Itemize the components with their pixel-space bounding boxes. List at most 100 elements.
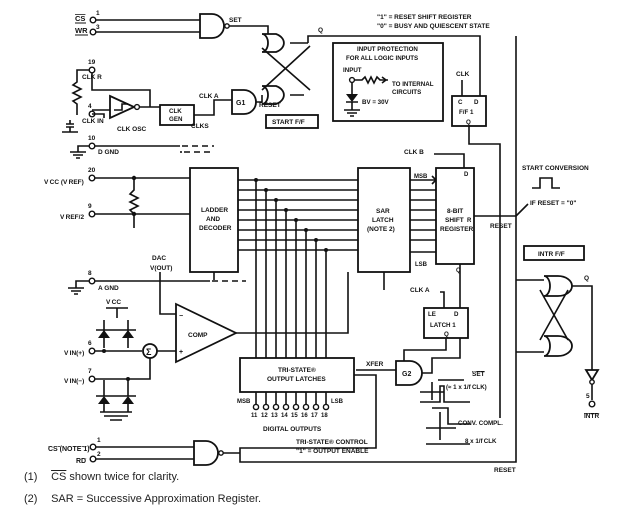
output-pin-11: 11	[251, 413, 258, 419]
start-conversion-label: START CONVERSION	[522, 165, 589, 172]
clk-a-label-bottom: CLK A	[410, 287, 430, 294]
input-protection-title-1: INPUT PROTECTION	[357, 46, 418, 53]
intr-ff-q-label: Q	[584, 275, 589, 282]
clks-label: CLKS	[191, 123, 209, 130]
ff1-c-label: C	[458, 99, 463, 106]
set-label: SET	[229, 17, 242, 24]
pin-cs	[89, 16, 97, 24]
pin-label-wr: WR	[75, 26, 88, 35]
pin-a-gnd	[88, 277, 96, 285]
output-pin-17: 17	[311, 413, 318, 419]
ladder-decoder-block	[189, 167, 239, 273]
clk-b-label: CLK B	[404, 149, 424, 156]
svg-text:Σ: Σ	[146, 347, 152, 357]
pin-number-a-gnd: 8	[88, 270, 92, 277]
g1-label: G1	[236, 100, 245, 107]
output-enable-label: "1" = OUTPUT ENABLE	[296, 448, 369, 455]
pin-number-vref2: 9	[88, 203, 92, 210]
eight-clk-label: 8 x 1/f CLK	[465, 438, 497, 445]
ladder-label-2: AND	[206, 216, 220, 223]
pin-number-cs-note: 1	[97, 437, 101, 444]
output-lsb-label: LSB	[331, 399, 344, 405]
diode-icon	[122, 330, 134, 338]
sar-lsb-label: LSB	[415, 262, 428, 268]
footnote-2: (2) SAR = Successive Approximation Regis…	[24, 488, 614, 510]
reset-mode-0-text: "0" = BUSY AND QUIESCENT STATE	[377, 23, 490, 30]
ff1-d-label: D	[474, 99, 479, 106]
clk-gen-label-2: GEN	[169, 116, 183, 123]
tristate-label-2: OUTPUT LATCHES	[267, 376, 326, 383]
clk-a-label-top: CLK A	[199, 93, 219, 100]
ff1-label: F/F 1	[459, 109, 474, 116]
start-ff-reset-label: RESET	[259, 102, 281, 109]
input-protection-bv: BV = 30V	[362, 99, 390, 106]
pin-label-vref2: V REF/2	[60, 214, 84, 221]
pin-number-d-gnd: 10	[88, 135, 96, 142]
ladder-label-3: DECODER	[199, 225, 232, 232]
input-protection-title-2: FOR ALL LOGIC INPUTS	[346, 55, 418, 62]
footnote-2-text: SAR = Successive Approximation Register.	[51, 493, 262, 505]
pin-clk-r	[88, 66, 96, 74]
shift-q-label: Q	[456, 268, 461, 274]
pin-vin-plus	[88, 347, 96, 355]
shift-label-3: REGISTER	[440, 226, 474, 233]
xfer-label: XFER	[366, 361, 384, 368]
pin-number-clk-r: 19	[88, 59, 96, 66]
bottom-reset-label: RESET	[494, 467, 516, 474]
footnotes: (1) CS shown twice for clarity. (2) SAR …	[24, 466, 614, 510]
g2-gate	[395, 360, 423, 386]
ff1-block	[451, 95, 487, 127]
output-msb-label: MSB	[237, 399, 251, 405]
start-ff-label: START F/F	[272, 119, 305, 126]
pin-label-intr: INTR	[584, 413, 599, 420]
output-pin-14: 14	[281, 413, 288, 419]
svg-text:−: −	[179, 313, 183, 320]
pin-cs-note	[89, 443, 97, 451]
g1-gate	[231, 89, 257, 115]
pin-label-vin-minus: V IN(−)	[64, 378, 84, 385]
pin-label-vin-plus: V IN(+)	[64, 350, 84, 357]
tristate-control-label: TRI-STATE® CONTROL	[296, 438, 368, 446]
start-ff-label-box	[265, 114, 319, 129]
if-reset-label: IF RESET = "0"	[530, 200, 576, 207]
reset-mode-1-text: "1" = RESET SHIFT REGISTER	[377, 14, 472, 21]
pin-label-cs-note: CS (NOTE 1)	[48, 446, 90, 453]
latch1-label: LATCH 1	[430, 322, 456, 329]
pin-wr	[89, 28, 97, 36]
sar-label-2: LATCH	[372, 217, 394, 224]
footnote-1-number: (1)	[24, 471, 38, 483]
pin-number-vin-plus: 6	[88, 340, 92, 347]
input-protection-input: INPUT	[343, 67, 362, 74]
sar-label-1: SAR	[376, 208, 390, 215]
diode-icon	[122, 396, 134, 404]
output-pin-18: 18	[321, 413, 328, 419]
footnote-1-cs: CS	[51, 471, 67, 483]
pin-label-a-gnd: A GND	[98, 285, 119, 292]
intr-buffer	[584, 369, 600, 382]
start-ff-gate-bottom	[261, 85, 285, 105]
g2-label: G2	[402, 371, 411, 378]
intr-ff-label-box	[523, 245, 585, 261]
ff1-q-label: Q	[466, 119, 471, 126]
footnote-1-text: shown twice for clarity.	[66, 471, 180, 483]
set-bar-label: SET	[472, 371, 485, 378]
sar-latch-block	[357, 167, 411, 273]
output-pin-12: 12	[261, 413, 268, 419]
latch1-block	[423, 307, 469, 339]
pin-number-cs: 1	[96, 10, 100, 17]
ladder-label-1: LADDER	[201, 207, 228, 214]
output-enable-gate	[193, 440, 219, 466]
shift-register-block	[435, 167, 475, 265]
zener-diode-icon	[346, 94, 358, 102]
pin-label-rd: RD	[76, 458, 86, 465]
output-pin-15: 15	[291, 413, 298, 419]
clk-gen-label-1: CLK	[169, 108, 182, 115]
comparator	[175, 302, 239, 364]
diode-icon	[98, 396, 110, 404]
shift-reset-label: RESET	[490, 223, 512, 230]
pin-label-d-gnd: D GND	[98, 149, 119, 156]
intr-ff-gate-top	[543, 275, 573, 297]
pin-label-clk-in: CLK IN	[82, 118, 104, 125]
tristate-latch-block	[239, 357, 355, 393]
